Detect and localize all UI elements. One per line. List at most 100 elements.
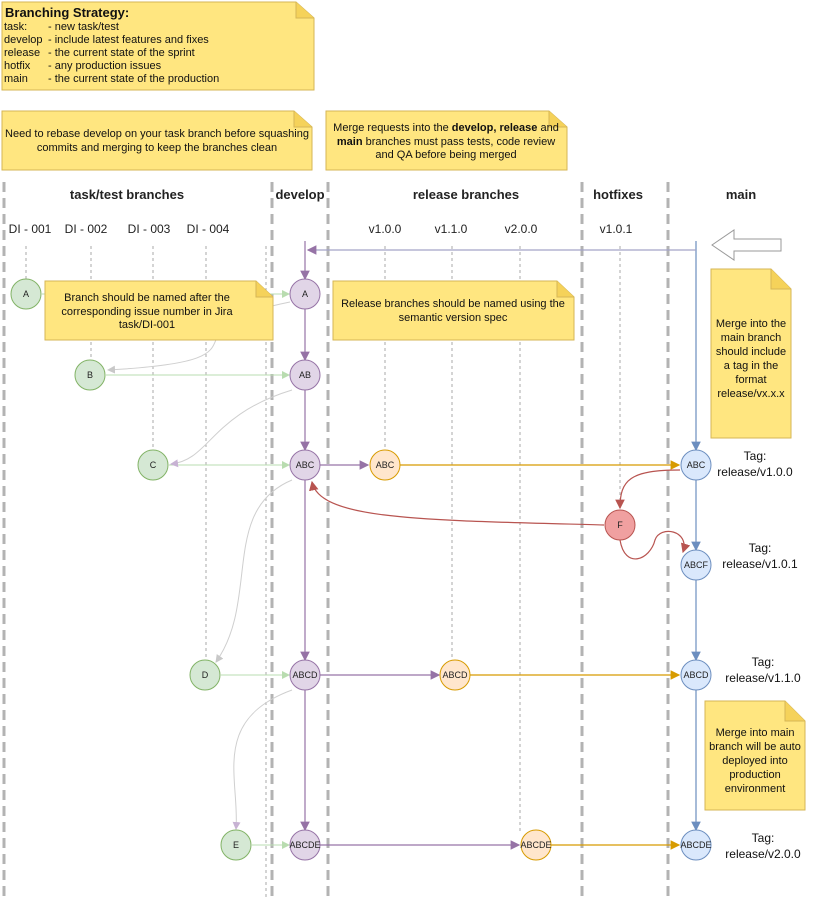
svg-text:ABC: ABC — [687, 460, 706, 470]
branch-label-release: v2.0.0 — [505, 222, 538, 236]
svg-text:release/v1.1.0: release/v1.1.0 — [725, 671, 801, 685]
lane-title-release: release branches — [413, 187, 519, 202]
strategy-note: Branching Strategy: task: - new task/tes… — [1, 1, 315, 91]
branch-label-task: DI - 002 — [65, 222, 108, 236]
main-node: ABCD — [680, 659, 712, 691]
main-node: ABCDE — [680, 829, 712, 861]
develop-node: ABC — [289, 449, 321, 481]
branch-label-hotfix: v1.0.1 — [600, 222, 633, 236]
develop-node: AB — [289, 359, 321, 391]
strategy-row-name: main — [4, 73, 28, 85]
task-node: C — [137, 449, 169, 481]
svg-text:Tag:: Tag: — [752, 831, 775, 845]
strategy-row-name: hotfix — [4, 60, 31, 72]
main-tag-line: format — [735, 374, 766, 386]
svg-text:B: B — [87, 370, 93, 380]
auto-deploy-note: Merge into main branch will be auto depl… — [704, 700, 806, 811]
main-tag-line: release/vx.x.x — [717, 388, 785, 400]
auto-deploy-line: environment — [725, 783, 786, 795]
develop-node: ABCD — [289, 659, 321, 691]
lane-title-main: main — [726, 187, 756, 202]
branch-naming-note: Branch should be named after the corresp… — [44, 280, 274, 341]
task-node: E — [220, 829, 252, 861]
strategy-row-desc: - the current state of the production — [48, 73, 219, 85]
main-tag-line: a tag in the — [724, 360, 778, 372]
develop-node: A — [289, 278, 321, 310]
svg-text:AB: AB — [299, 370, 311, 380]
strategy-row-name: release — [4, 47, 40, 59]
svg-text:ABC: ABC — [376, 460, 395, 470]
develop-to-release-arrows — [320, 460, 521, 850]
svg-text:ABCDE: ABCDE — [680, 840, 711, 850]
strategy-title: Branching Strategy: — [5, 5, 129, 20]
hollow-left-arrow-icon — [711, 229, 782, 261]
svg-text:ABCDE: ABCDE — [520, 840, 551, 850]
svg-text:C: C — [150, 460, 157, 470]
main-tag-line: main branch — [721, 332, 782, 344]
strategy-row-desc: - the current state of the sprint — [48, 47, 195, 59]
auto-deploy-line: deployed into — [722, 755, 787, 767]
merge-requests-line-2: main branches must pass tests, code revi… — [337, 136, 555, 148]
release-node: ABCD — [439, 659, 471, 691]
rebase-note: Need to rebase develop on your task bran… — [1, 110, 313, 171]
strategy-row-desc: - new task/test — [48, 21, 119, 33]
svg-text:Tag:: Tag: — [752, 655, 775, 669]
rebase-curves — [107, 301, 293, 830]
lane-title-task: task/test branches — [70, 187, 184, 202]
branch-label-task: DI - 003 — [128, 222, 171, 236]
svg-text:D: D — [202, 670, 209, 680]
svg-text:Tag:: Tag: — [749, 541, 772, 555]
strategy-row-name: task: — [4, 21, 27, 33]
rebase-note-line: commits and merging to keep the branches… — [37, 142, 277, 154]
svg-text:E: E — [233, 840, 239, 850]
auto-deploy-line: Merge into main — [716, 727, 795, 739]
svg-text:release/v2.0.0: release/v2.0.0 — [725, 847, 801, 861]
strategy-row-name: develop — [4, 34, 43, 46]
main-node: ABC — [680, 449, 712, 481]
svg-text:A: A — [23, 289, 29, 299]
task-node: D — [189, 659, 221, 691]
tag-label: Tag: release/v2.0.0 — [725, 831, 801, 861]
tag-label: Tag: release/v1.0.1 — [722, 541, 798, 571]
branch-naming-line: corresponding issue number in Jira — [61, 306, 233, 318]
rebase-note-line: Need to rebase develop on your task bran… — [5, 128, 309, 140]
svg-text:Tag:: Tag: — [744, 449, 767, 463]
svg-text:ABCD: ABCD — [292, 670, 318, 680]
svg-text:ABCD: ABCD — [683, 670, 709, 680]
release-naming-line: Release branches should be named using t… — [341, 298, 565, 310]
branch-naming-line: Branch should be named after the — [64, 292, 230, 304]
release-naming-note: Release branches should be named using t… — [332, 280, 575, 341]
release-naming-line: semantic version spec — [399, 312, 508, 324]
svg-text:release/v1.0.0: release/v1.0.0 — [717, 465, 793, 479]
release-node: ABCDE — [520, 829, 552, 861]
main-tag-line: should include — [716, 346, 786, 358]
main-tag-note: Merge into the main branch should includ… — [710, 268, 792, 439]
svg-text:release/v1.0.1: release/v1.0.1 — [722, 557, 798, 571]
auto-deploy-line: production — [729, 769, 780, 781]
branch-naming-line: task/DI-001 — [119, 319, 175, 331]
merge-requests-line-3: and QA before being merged — [375, 149, 516, 161]
hotfix-node: F — [604, 509, 636, 541]
svg-text:ABCF: ABCF — [684, 560, 709, 570]
svg-text:A: A — [302, 289, 308, 299]
branch-label-task: DI - 001 — [9, 222, 52, 236]
lane-title-hotfixes: hotfixes — [593, 187, 643, 202]
release-node: ABC — [369, 449, 401, 481]
release-to-main-arrows — [400, 460, 681, 850]
branch-label-release: v1.1.0 — [435, 222, 468, 236]
svg-text:F: F — [617, 520, 623, 530]
merge-requests-line-1: Merge requests into the develop, release… — [333, 122, 559, 134]
auto-deploy-line: branch will be auto — [709, 741, 801, 753]
hotfix-arrows — [309, 469, 691, 560]
svg-text:ABCD: ABCD — [442, 670, 468, 680]
strategy-row-desc: - include latest features and fixes — [48, 34, 209, 46]
branch-label-task: DI - 004 — [187, 222, 230, 236]
task-node: B — [74, 359, 106, 391]
tag-label: Tag: release/v1.0.0 — [717, 449, 793, 479]
svg-text:ABCDE: ABCDE — [289, 840, 320, 850]
merge-requests-note: Merge requests into the develop, release… — [325, 110, 568, 171]
strategy-row-desc: - any production issues — [48, 60, 162, 72]
tag-label: Tag: release/v1.1.0 — [725, 655, 801, 685]
main-node: ABCF — [680, 549, 712, 581]
